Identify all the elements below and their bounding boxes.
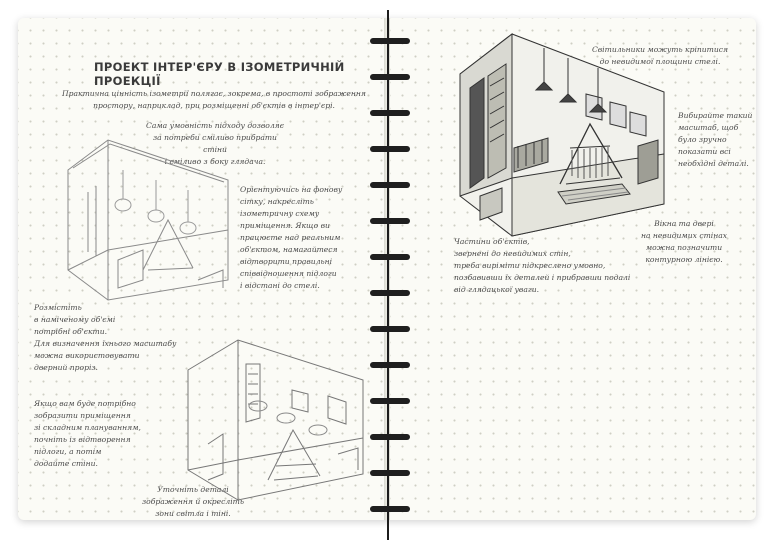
note-scale: Вибирайте такий масштаб, щоб було зручно… bbox=[678, 111, 753, 168]
binding-ring bbox=[370, 470, 410, 476]
intro-text: Практична цінність ізометрії полягає, зо… bbox=[62, 89, 366, 110]
right-page: Світильники можуть кріпитися до невидимо… bbox=[390, 18, 756, 520]
note-walls: Сама умовність підходу дозволяє за потре… bbox=[146, 121, 284, 166]
binding-ring bbox=[370, 254, 410, 260]
binding-ring bbox=[370, 146, 410, 152]
note-grid: Орієнтуючись на фонову сітку, накресліть… bbox=[240, 185, 343, 290]
binding-ring bbox=[370, 290, 410, 296]
note-windows: Вікна та двері на невидимих стінах можна… bbox=[640, 219, 728, 264]
binding-ring bbox=[370, 398, 410, 404]
finished-room-drawing bbox=[440, 28, 670, 238]
binding-ring bbox=[370, 506, 410, 512]
note-lamps: Світильники можуть кріпитися до невидимо… bbox=[591, 45, 729, 66]
note-complex: Якщо вам буде потрібно зобразити приміще… bbox=[34, 399, 141, 468]
note-parts: Частини об'єктів, звернені до невидимих … bbox=[454, 237, 631, 294]
binding-ring bbox=[370, 218, 410, 224]
binding-ring bbox=[370, 182, 410, 188]
binding-ring bbox=[370, 74, 410, 80]
binding-ring bbox=[370, 434, 410, 440]
binding-ring bbox=[370, 38, 410, 44]
spine-line bbox=[387, 10, 389, 540]
sketch-room-outline bbox=[48, 130, 248, 310]
note-objects: Розмістіть в наміченому об'ємі потрібні … bbox=[34, 303, 177, 372]
note-details: Уточніть деталі зображення й окресліть з… bbox=[142, 485, 244, 518]
binding-ring bbox=[370, 326, 410, 332]
left-page: ПРОЕКТ ІНТЕР'ЄРУ В ІЗОМЕТРИЧНІЙ ПРОЕКЦІЇ… bbox=[18, 18, 384, 520]
binding-ring bbox=[370, 362, 410, 368]
sketch-room-detailed bbox=[168, 334, 373, 504]
page-title: ПРОЕКТ ІНТЕР'ЄРУ В ІЗОМЕТРИЧНІЙ ПРОЕКЦІЇ bbox=[94, 60, 345, 88]
binding-ring bbox=[370, 110, 410, 116]
